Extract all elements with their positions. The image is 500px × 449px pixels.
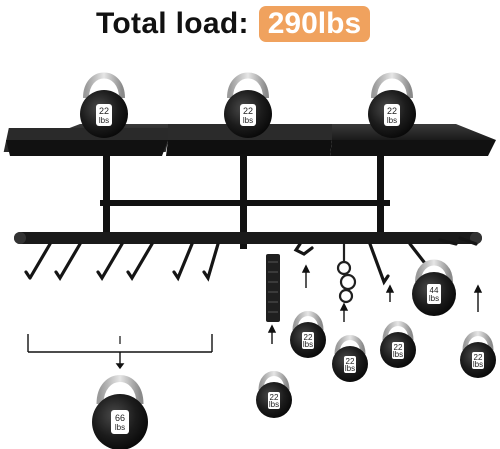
kettlebell-hang-2: 22 lbs [332, 335, 368, 382]
svg-text:44: 44 [430, 286, 439, 295]
kettlebell-hang-1: 22 lbs [290, 311, 326, 358]
svg-text:lbs: lbs [345, 364, 355, 373]
kettlebell-shelf-1: 22 lbs [80, 72, 128, 138]
shelf-boards [3, 124, 496, 156]
svg-text:lbs: lbs [393, 350, 403, 359]
svg-text:lbs: lbs [429, 294, 439, 303]
svg-text:22: 22 [387, 106, 397, 116]
bracket-icon [27, 334, 213, 370]
svg-text:22: 22 [243, 106, 253, 116]
total-load-headline: Total load: 290lbs [96, 6, 371, 42]
kettlebell-hang-5: 44 lbs [412, 259, 456, 316]
strap-accessory [266, 254, 280, 322]
svg-text:22: 22 [270, 393, 279, 402]
svg-text:22: 22 [99, 106, 109, 116]
total-load-value-badge: 290lbs [258, 6, 371, 42]
kettlebell-hang-4: 22 lbs [256, 371, 292, 418]
svg-text:lbs: lbs [473, 360, 483, 369]
svg-text:lbs: lbs [115, 423, 125, 432]
svg-text:22: 22 [474, 353, 483, 362]
kettlebell-hang-6: 22 lbs [460, 331, 496, 378]
svg-text:lbs: lbs [303, 340, 313, 349]
svg-text:66: 66 [115, 413, 125, 423]
rack-uprights [100, 154, 390, 249]
kettlebell-group-total: 66 lbs [92, 375, 148, 449]
svg-text:lbs: lbs [99, 116, 109, 125]
kettlebell-shelf-3: 22 lbs [368, 72, 416, 138]
svg-text:22: 22 [304, 333, 313, 342]
up-arrows [119, 264, 483, 344]
total-load-label: Total load: [96, 7, 249, 40]
hanging-bar [14, 232, 482, 244]
svg-text:22: 22 [394, 343, 403, 352]
carabiner-rings [336, 244, 357, 304]
svg-text:lbs: lbs [243, 116, 253, 125]
kettlebell-hang-3: 22 lbs [380, 321, 416, 368]
svg-text:22: 22 [346, 357, 355, 366]
svg-text:lbs: lbs [269, 400, 279, 409]
kettlebell-shelf-2: 22 lbs [224, 72, 272, 138]
hooks [24, 236, 478, 286]
svg-text:lbs: lbs [387, 116, 397, 125]
